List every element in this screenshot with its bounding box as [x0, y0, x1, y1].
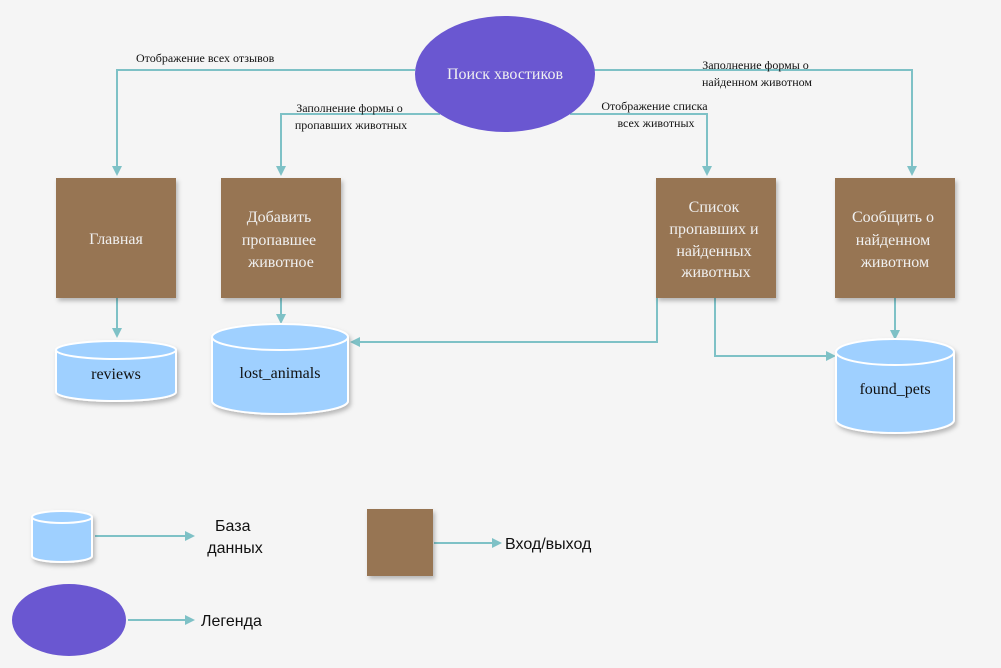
node-add-lost-line-3: животное: [247, 254, 314, 271]
db-reviews: [55, 340, 177, 402]
db-lost-animals-label: lost_animals: [240, 365, 321, 382]
node-report-found-line-3: животном: [860, 254, 929, 271]
svg-text:База данных: База данных: [207, 518, 262, 557]
center-ellipse: [415, 16, 595, 132]
node-list-line-4: животных: [680, 264, 750, 281]
edge-center-to-list: [570, 113, 712, 176]
edge-label-list-line-1: Отображение списка: [601, 99, 708, 113]
node-list-line-1: Список: [689, 199, 740, 216]
edge-center-to-report-found: [593, 69, 917, 176]
legend-database-line-1: База: [215, 518, 251, 535]
legend-database-line-2: данных: [207, 540, 262, 557]
edge-center-to-add-lost: [276, 113, 440, 176]
edge-label-found-form-line-1: Заполнение формы о: [702, 58, 809, 72]
node-list: Список пропавших и найденных животных: [656, 178, 776, 298]
svg-text:Заполнение формы о пропавш: Заполнение формы о пропавших животных: [295, 101, 407, 132]
node-report-found-line-2: найденном: [856, 232, 930, 249]
edges: [95, 69, 917, 625]
edge-label-list-line-2: всех животных: [617, 116, 694, 130]
node-main: Главная: [56, 178, 176, 298]
db-reviews-label: reviews: [91, 366, 141, 383]
edge-label-found-form-line-2: найденном животном: [702, 75, 812, 89]
db-found-pets: [835, 338, 955, 434]
legend-legend-label: Легенда: [201, 613, 262, 630]
center-node: Поиск хвостиков: [415, 16, 595, 132]
edge-label-lost-form-line-1: Заполнение формы о: [296, 101, 403, 115]
svg-text:Добавить пропавшее: Добавить пропавшее животное: [242, 209, 320, 271]
svg-text:Отображение списка всех жи: Отображение списка всех животных: [601, 99, 710, 130]
legend-io-box: [367, 509, 433, 576]
svg-text:Сообщить о найденном: Сообщить о найденном животном: [852, 209, 938, 271]
edge-label-lost-form-line-2: пропавших животных: [295, 118, 407, 132]
legend-database-cylinder: [31, 510, 93, 563]
edge-label-all-reviews: Отображение всех отзывов: [136, 51, 275, 65]
node-report-found-line-1: Сообщить о: [852, 209, 934, 226]
svg-text:Заполнение формы о найденн: Заполнение формы о найденном животном: [702, 58, 812, 89]
node-report-found: Сообщить о найденном животном: [835, 178, 955, 298]
db-lost-animals: [211, 323, 349, 415]
edge-list-to-lost-animals: [350, 298, 658, 347]
node-main-label: Главная: [89, 231, 143, 248]
legend-io-label: Вход/выход: [505, 536, 592, 553]
node-add-lost: Добавить пропавшее животное: [221, 178, 341, 298]
legend-ellipse: [12, 584, 126, 656]
node-list-line-3: найденных: [676, 243, 751, 260]
node-list-line-2: пропавших и: [669, 221, 759, 238]
db-found-pets-label: found_pets: [859, 381, 930, 398]
node-add-lost-line-2: пропавшее: [242, 232, 316, 249]
center-node-label: Поиск хвостиков: [447, 66, 563, 83]
svg-text:Список пропавших и: Список пропавших и найденных животных: [669, 199, 762, 281]
edge-center-to-main: [112, 69, 415, 176]
node-add-lost-line-1: Добавить: [247, 209, 312, 226]
edge-list-to-found-pets: [714, 298, 836, 361]
